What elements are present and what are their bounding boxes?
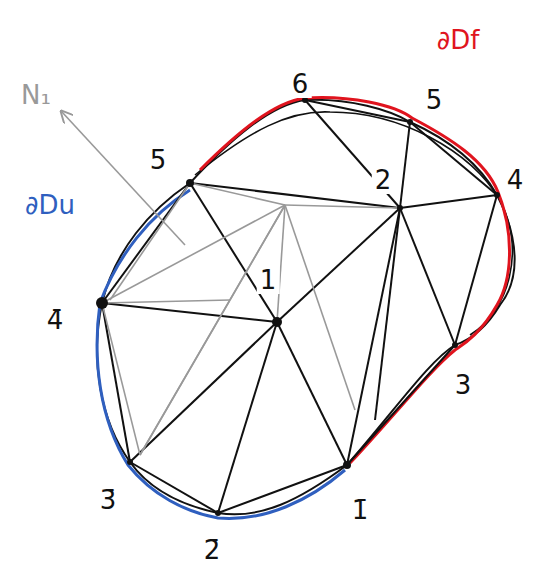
node-number: 2̄	[201, 536, 224, 564]
boundary-label: ∂Du	[22, 191, 78, 219]
domain-boundary	[97, 100, 515, 515]
node-number: 5̄	[147, 146, 170, 174]
node-number: 2	[372, 166, 395, 194]
mesh-vertices	[96, 97, 500, 516]
mesh-edges	[102, 100, 497, 513]
node-number: 5	[423, 86, 446, 114]
node-number: 3̄	[97, 486, 120, 514]
boundary-label: ∂Df	[434, 26, 483, 54]
shape-function-lines	[62, 112, 400, 455]
node-number: 6	[289, 70, 312, 98]
shape-function-label: N₁	[18, 81, 54, 109]
node-number: 4̄	[44, 306, 67, 334]
node-number: 1̄	[349, 496, 372, 524]
traction-boundary	[200, 97, 510, 463]
displacement-boundary	[97, 190, 345, 518]
node-number: 1	[257, 266, 280, 294]
secondary-boundary	[195, 112, 512, 335]
node-number: 4	[504, 166, 527, 194]
node-number: 3	[452, 371, 475, 399]
